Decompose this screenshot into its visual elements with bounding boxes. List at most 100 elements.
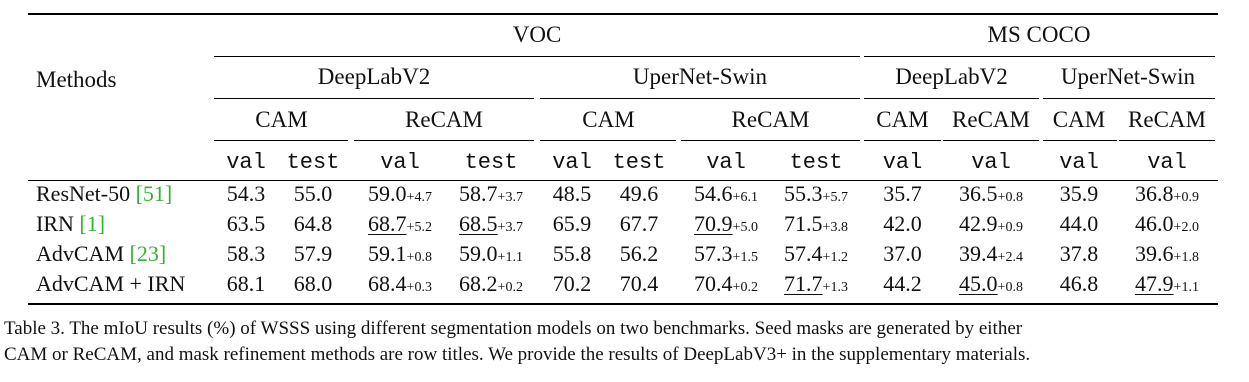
cell-delta: +0.8 (997, 280, 1023, 295)
table-cell: 58.3 (214, 241, 278, 267)
table-cell: 71.7+1.3 (771, 271, 861, 297)
citation-link[interactable]: [1] (79, 211, 106, 236)
cell-value: 68.7 (368, 211, 407, 236)
cmid-rule-seed (864, 140, 941, 141)
cell-delta: +1.8 (1173, 250, 1199, 265)
mid-rule (28, 180, 1218, 181)
model-header-coco-deeplabv2: DeepLabV2 (895, 64, 1008, 89)
table-cell: 68.1 (214, 271, 278, 297)
cmid-rule-seed (214, 140, 348, 141)
cell-delta: +0.8 (997, 190, 1023, 205)
cell-value: 46.0 (1135, 211, 1174, 236)
cell-delta: +3.7 (497, 220, 523, 235)
cell-value: 46.8 (1059, 271, 1099, 296)
cmid-rule-model (1043, 98, 1215, 99)
table-cell: 49.6 (604, 181, 674, 207)
cell-value: 36.8 (1135, 181, 1174, 206)
cell-delta: +5.7 (822, 190, 848, 205)
cell-delta: +0.3 (406, 280, 432, 295)
table-cell: 57.3+1.5 (681, 241, 771, 267)
cell-value: 68.5 (459, 211, 498, 236)
cell-value: 59.0 (368, 181, 407, 206)
split-header: test (286, 150, 340, 175)
cell-value: 71.5 (784, 211, 823, 236)
cell-delta: +1.1 (497, 250, 523, 265)
cell-value: 55.0 (293, 181, 333, 206)
table-cell: 55.8 (540, 241, 604, 267)
cell-value: 70.4 (694, 271, 733, 296)
table-cell: 42.9+0.9 (943, 211, 1039, 237)
cell-value: 58.3 (226, 241, 266, 266)
table-cell: 39.4+2.4 (943, 241, 1039, 267)
cell-value: 56.2 (619, 241, 659, 266)
table-cell: 59.1+0.8 (354, 241, 446, 267)
cell-value: 42.0 (883, 211, 922, 236)
cmid-rule-seed (540, 140, 676, 141)
table-cell: 36.8+0.9 (1119, 181, 1215, 207)
table-cell: 58.7+3.7 (446, 181, 536, 207)
cell-value: 44.0 (1059, 211, 1099, 236)
cell-value: 64.8 (293, 211, 333, 236)
cell-delta: +0.9 (1173, 190, 1199, 205)
cell-value: 59.0 (459, 241, 498, 266)
model-header-coco-upernet-swin: UperNet-Swin (1060, 64, 1196, 89)
table-cell: 55.3+5.7 (771, 181, 861, 207)
table-cell: 68.2+0.2 (446, 271, 536, 297)
cell-value: 63.5 (226, 211, 266, 236)
cell-value: 55.3 (784, 181, 823, 206)
cmid-rule-model (864, 98, 1039, 99)
cell-value: 49.6 (619, 181, 659, 206)
group-header-mscoco: MS COCO (987, 22, 1091, 47)
cell-value: 68.2 (459, 271, 498, 296)
table-cell: 48.5 (540, 181, 604, 207)
table-cell: 68.4+0.3 (354, 271, 446, 297)
row-method-name: ResNet-50 [51] (36, 181, 172, 207)
table-cell: 46.0+2.0 (1119, 211, 1215, 237)
cell-value: 68.1 (226, 271, 266, 296)
cell-delta: +1.5 (732, 250, 758, 265)
citation-link[interactable]: [23] (129, 241, 167, 266)
table-cell: 70.4 (604, 271, 674, 297)
cmid-rule-seed (681, 140, 860, 141)
cell-delta: +2.4 (997, 250, 1023, 265)
split-header: val (706, 150, 746, 175)
table-cell: 63.5 (214, 211, 278, 237)
cell-value: 59.1 (368, 241, 407, 266)
table-cell: 70.9+5.0 (681, 211, 771, 237)
table-cell: 46.8 (1041, 271, 1117, 297)
table-cell: 68.5+3.7 (446, 211, 536, 237)
cmid-rule-model (540, 98, 860, 99)
cell-value: 65.9 (552, 211, 592, 236)
cell-delta: +1.1 (1173, 280, 1199, 295)
methods-header: Methods (36, 67, 117, 92)
cell-delta: +0.2 (732, 280, 758, 295)
table-cell: 70.2 (540, 271, 604, 297)
cell-value: 44.2 (883, 271, 922, 296)
cell-value: 71.7 (784, 271, 823, 296)
table-cell: 67.7 (604, 211, 674, 237)
table-cell: 59.0+4.7 (354, 181, 446, 207)
cell-value: 57.4 (784, 241, 823, 266)
table-cell: 44.0 (1041, 211, 1117, 237)
group-header-voc: VOC (512, 22, 562, 47)
model-header-voc-deeplabv2: DeepLabV2 (317, 64, 431, 89)
split-header: test (789, 150, 843, 175)
cmid-rule-voc (214, 56, 860, 57)
cmid-rule-seed (1119, 140, 1215, 141)
table-cell: 57.9 (278, 241, 348, 267)
table-cell: 65.9 (540, 211, 604, 237)
citation-link[interactable]: [51] (135, 181, 173, 206)
table-cell: 68.0 (278, 271, 348, 297)
table-cell: 54.6+6.1 (681, 181, 771, 207)
table-cell: 39.6+1.8 (1119, 241, 1215, 267)
split-header: val (882, 150, 923, 175)
table-cell: 35.7 (864, 181, 941, 207)
cell-value: 42.9 (959, 211, 998, 236)
model-header-voc-upernet-swin: UperNet-Swin (632, 64, 768, 89)
cell-value: 48.5 (552, 181, 592, 206)
cell-value: 37.0 (883, 241, 922, 266)
cell-value: 54.3 (226, 181, 266, 206)
cell-delta: +1.2 (822, 250, 848, 265)
table-cell: 57.4+1.2 (771, 241, 861, 267)
seed-header: ReCAM (952, 107, 1030, 132)
